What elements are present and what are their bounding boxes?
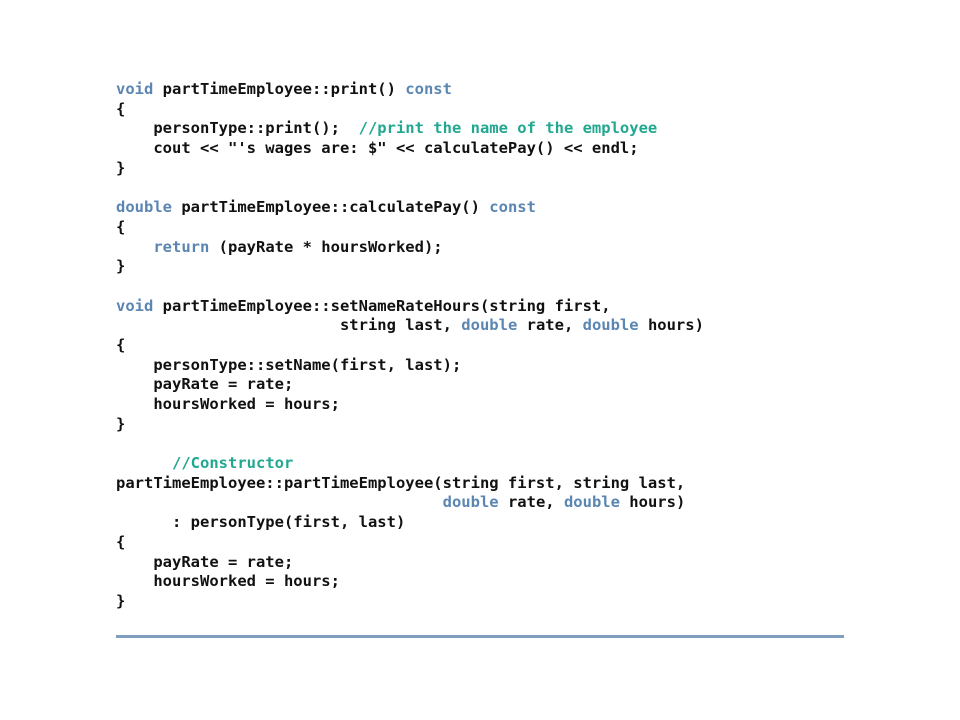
code-keyword: const bbox=[489, 198, 536, 217]
code-text bbox=[116, 454, 172, 472]
code-keyword: double bbox=[116, 198, 172, 217]
code-line: void partTimeEmployee::setNameRateHours(… bbox=[116, 297, 844, 317]
code-text: hoursWorked = hours; bbox=[116, 395, 340, 413]
code-line: hoursWorked = hours; bbox=[116, 572, 844, 592]
code-text: } bbox=[116, 257, 126, 276]
code-text: rate, bbox=[517, 316, 583, 335]
code-text: payRate = rate; bbox=[116, 552, 294, 571]
code-text: { bbox=[116, 335, 126, 354]
code-text: hours) bbox=[638, 316, 704, 335]
code-keyword: void bbox=[116, 80, 154, 98]
code-line: } bbox=[116, 415, 844, 435]
code-keyword: double bbox=[582, 316, 639, 335]
code-line: payRate = rate; bbox=[116, 375, 844, 395]
code-text: partTimeEmployee::calculatePay() bbox=[172, 198, 490, 217]
code-keyword: double bbox=[563, 493, 620, 512]
code-line: cout << "'s wages are: $" << calculatePa… bbox=[116, 139, 844, 159]
code-text: personType::print(); bbox=[116, 119, 359, 138]
code-text: (payRate * hoursWorked); bbox=[209, 237, 443, 256]
bottom-divider bbox=[116, 635, 844, 638]
code-text: partTimeEmployee::print() bbox=[153, 80, 406, 98]
code-text: { bbox=[116, 532, 126, 551]
code-listing: void partTimeEmployee::print() const{ pe… bbox=[116, 80, 844, 612]
code-line bbox=[116, 178, 844, 198]
code-text bbox=[116, 238, 153, 256]
code-line: payRate = rate; bbox=[116, 553, 844, 573]
code-keyword: double bbox=[461, 316, 518, 335]
code-line: personType::setName(first, last); bbox=[116, 356, 844, 376]
code-comment: //Constructor bbox=[172, 454, 294, 473]
code-line: //Constructor bbox=[116, 454, 844, 474]
code-text: partTimeEmployee::partTimeEmployee(strin… bbox=[116, 473, 686, 492]
code-text: string last, bbox=[116, 316, 462, 335]
code-text: cout << "'s wages are: $" << calculatePa… bbox=[116, 139, 639, 158]
code-line bbox=[116, 277, 844, 297]
code-line: { bbox=[116, 218, 844, 238]
code-line: return (payRate * hoursWorked); bbox=[116, 238, 844, 258]
code-text: payRate = rate; bbox=[116, 375, 294, 394]
code-line: } bbox=[116, 159, 844, 179]
code-line: { bbox=[116, 100, 844, 120]
code-keyword: const bbox=[405, 80, 452, 98]
code-text: } bbox=[116, 414, 126, 433]
code-line: } bbox=[116, 592, 844, 612]
code-line: { bbox=[116, 336, 844, 356]
code-text: personType::setName(first, last); bbox=[116, 355, 462, 374]
code-text bbox=[116, 493, 443, 511]
code-comment: //print the name of the employee bbox=[358, 119, 658, 138]
code-text: hoursWorked = hours; bbox=[116, 572, 340, 591]
code-keyword: double bbox=[442, 493, 499, 512]
code-text: partTimeEmployee::setNameRateHours(strin… bbox=[153, 296, 611, 315]
code-text: : personType(first, last) bbox=[116, 513, 406, 532]
code-line: double rate, double hours) bbox=[116, 493, 844, 513]
code-text: } bbox=[116, 591, 126, 610]
code-text: } bbox=[116, 158, 126, 177]
code-line: double partTimeEmployee::calculatePay() … bbox=[116, 198, 844, 218]
code-keyword: return bbox=[153, 237, 210, 256]
code-line: string last, double rate, double hours) bbox=[116, 316, 844, 336]
code-keyword: void bbox=[116, 296, 154, 315]
code-line: } bbox=[116, 257, 844, 277]
code-line: hoursWorked = hours; bbox=[116, 395, 844, 415]
code-line: : personType(first, last) bbox=[116, 513, 844, 533]
code-text: { bbox=[116, 217, 126, 236]
code-line: personType::print(); //print the name of… bbox=[116, 119, 844, 139]
code-line: partTimeEmployee::partTimeEmployee(strin… bbox=[116, 474, 844, 494]
code-text: { bbox=[116, 99, 126, 118]
code-line bbox=[116, 434, 844, 454]
code-text: hours) bbox=[619, 493, 686, 512]
code-line: { bbox=[116, 533, 844, 553]
code-line: void partTimeEmployee::print() const bbox=[116, 80, 844, 100]
code-text: rate, bbox=[498, 493, 564, 512]
